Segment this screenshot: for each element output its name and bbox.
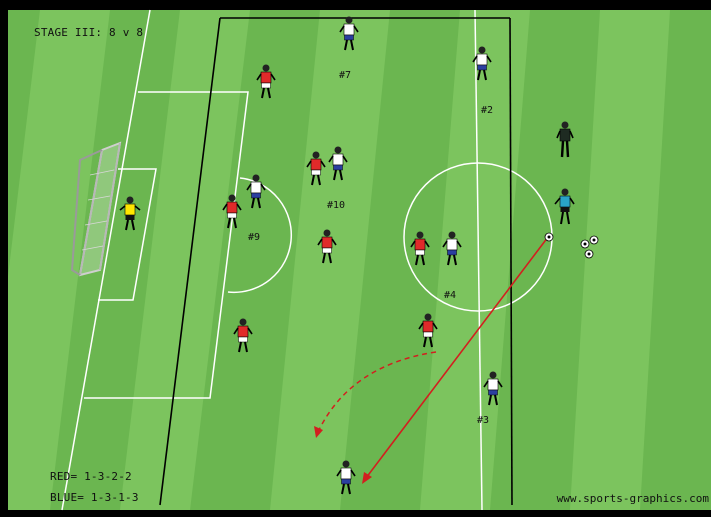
ball xyxy=(545,233,553,241)
ball xyxy=(581,240,589,248)
ball xyxy=(590,236,598,244)
number-label: #10 xyxy=(327,200,345,211)
number-label: #4 xyxy=(444,290,456,301)
ball xyxy=(585,250,593,258)
number-label: #2 xyxy=(481,105,493,116)
number-label: #9 xyxy=(248,232,260,243)
credit-text: www.sports-graphics.com xyxy=(557,492,709,505)
number-label: #3 xyxy=(477,415,489,426)
blue-formation: BLUE= 1-3-1-3 xyxy=(50,491,139,504)
stage-title: STAGE III: 8 v 8 xyxy=(34,26,143,39)
number-label: #7 xyxy=(339,70,351,81)
red-formation: RED= 1-3-2-2 xyxy=(50,470,132,483)
